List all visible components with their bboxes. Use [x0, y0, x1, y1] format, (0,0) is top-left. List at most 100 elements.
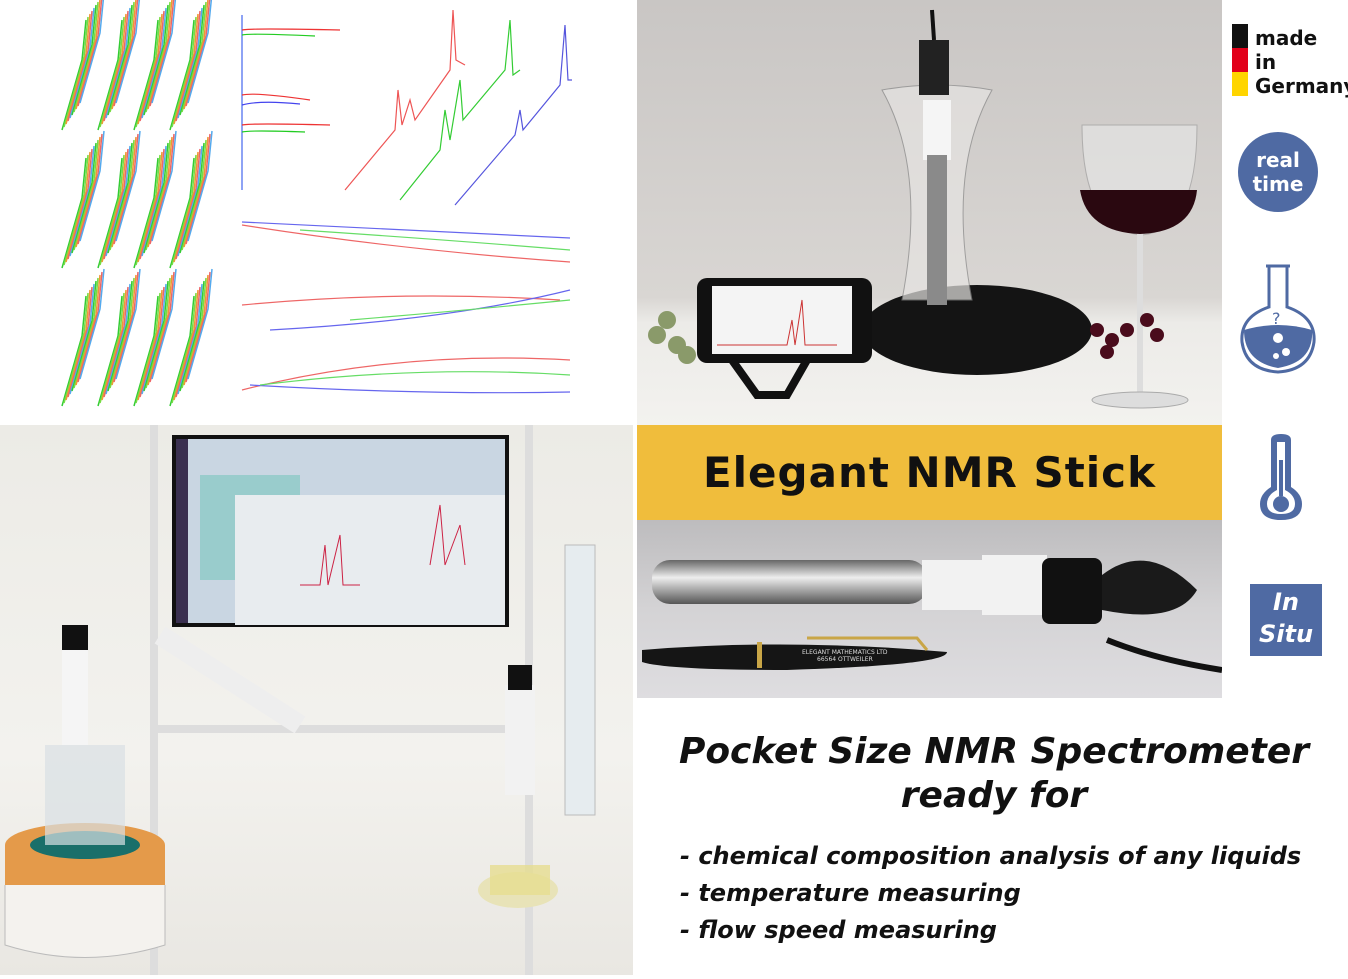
- spectrum-stack-line: [73, 139, 99, 251]
- spectrum-stack-line: [187, 0, 213, 104]
- spectrum-stack-line: [181, 139, 207, 251]
- germany-label: Germany: [1255, 74, 1348, 98]
- spectrum-stack-line: [115, 130, 141, 242]
- flag-red-stripe: [1232, 48, 1248, 72]
- spectrum-stack-line: [63, 16, 89, 128]
- pen-engraving-line1: ELEGANT MATHEMATICS LTD: [802, 649, 888, 656]
- spectrum-stack-line: [67, 10, 93, 122]
- spectrum-stack-line: [181, 277, 207, 389]
- spectrum-stack-line: [77, 133, 103, 245]
- headline-line1: Pocket Size NMR Spectrometer: [678, 731, 1310, 772]
- spectrum-stack-line: [149, 271, 175, 383]
- spectrum-stack-line: [175, 148, 201, 260]
- spectrum-stack-line: [183, 274, 209, 386]
- thermometer-icon: [1260, 434, 1302, 520]
- feature-item: - flow speed measuring: [680, 916, 997, 944]
- spectrum-stack-line: [79, 0, 105, 104]
- spectrum-stack-line: [179, 280, 205, 392]
- spectrum-stack-line: [97, 295, 123, 407]
- nmr-stick-illustration: ELEGANT MATHEMATICS LTD 66564 OTTWEILER: [642, 555, 1223, 673]
- flag-gold-stripe: [1232, 72, 1248, 96]
- spectrum-stack-line: [149, 133, 175, 245]
- spectrum-stack-line: [145, 139, 171, 251]
- spectrum-stack-line: [175, 10, 201, 122]
- headline-line2: ready for: [900, 775, 1088, 816]
- spectrum-stack-line: [173, 13, 199, 125]
- spectrum-stack-line: [187, 130, 213, 242]
- spectrum-stack-line: [77, 271, 103, 383]
- spectrum-stack-line: [109, 277, 135, 389]
- headline: Pocket Size NMR Spectrometer ready for: [640, 730, 1348, 818]
- real-time-badge: real time: [1238, 132, 1318, 212]
- real-label: real: [1256, 148, 1300, 172]
- spectrum-stack-line: [61, 295, 87, 407]
- spectrum-stack-line: [101, 289, 127, 401]
- spectrum-stack-line: [113, 271, 139, 383]
- spectrum-stack-line: [67, 286, 93, 398]
- spectrum-stack-line: [169, 157, 195, 269]
- spectrum-stack-line: [71, 280, 97, 392]
- spectrum-stack-line: [169, 295, 195, 407]
- spectrum-stack-line: [115, 268, 141, 380]
- spectrum-stack-line: [75, 0, 101, 110]
- spectrum-stack-line: [185, 271, 211, 383]
- product-title: Elegant NMR Stick: [702, 448, 1157, 497]
- spectrum-stack-line: [73, 1, 99, 113]
- spectrum-stack-line: [115, 0, 141, 104]
- nmr-spectra-illustration: [61, 0, 572, 407]
- spectrum-stack-line: [63, 292, 89, 404]
- spectrum-stack-line: [107, 142, 133, 254]
- spectrum-stack-line: [111, 0, 137, 110]
- spectrum-stack-line: [135, 292, 161, 404]
- spectrum-stack-line: [151, 130, 177, 242]
- spectrum-stack-line: [71, 4, 97, 116]
- decanter-wine-photo: [637, 0, 1222, 425]
- spectrum-stack-line: [65, 151, 91, 263]
- lab-setup-illustration: [4, 425, 596, 975]
- spectrum-stack-line: [185, 133, 211, 245]
- feature-list: - chemical composition analysis of any l…: [680, 838, 1301, 949]
- spectrum-stack-line: [61, 157, 87, 269]
- spectrum-stack-line: [139, 286, 165, 398]
- spectrum-stack-line: [179, 142, 205, 254]
- spectrum-stack-line: [105, 7, 131, 119]
- spectrum-stack-line: [133, 19, 159, 131]
- spectrum-stack-line: [151, 0, 177, 104]
- spectrum-stack-line: [181, 1, 207, 113]
- spectrum-stack-line: [79, 268, 105, 380]
- spectrum-stack-line: [187, 268, 213, 380]
- spectrum-stack-line: [103, 10, 129, 122]
- spectrum-stack-line: [67, 148, 93, 260]
- spectrum-stack-line: [109, 1, 135, 113]
- spectrum-stack-line: [141, 283, 167, 395]
- spectrum-stack-line: [65, 289, 91, 401]
- spectrum-stack-line: [151, 268, 177, 380]
- spectrum-stack-line: [111, 136, 137, 248]
- spectrum-stack-line: [177, 283, 203, 395]
- spectrum-stack-line: [145, 277, 171, 389]
- spectrum-stack-line: [147, 0, 173, 110]
- spectra-plots-panel: [0, 0, 635, 422]
- spectrum-stack-line: [109, 139, 135, 251]
- lab-setup-photo: [0, 425, 633, 975]
- spectrum-stack-line: [147, 136, 173, 248]
- made-label: made: [1255, 26, 1318, 50]
- flag-black-stripe: [1232, 24, 1248, 48]
- in-label: In: [1272, 588, 1299, 616]
- situ-label: Situ: [1258, 620, 1314, 648]
- nmr-stick-pen-photo: ELEGANT MATHEMATICS LTD 66564 OTTWEILER: [637, 520, 1223, 698]
- spectrum-stack-line: [75, 136, 101, 248]
- spectrum-stack-line: [143, 280, 169, 392]
- spectrum-stack-line: [139, 10, 165, 122]
- spectrum-stack-line: [173, 289, 199, 401]
- spectrum-stack-line: [97, 157, 123, 269]
- spectrum-stack-line: [137, 13, 163, 125]
- spectrum-stack-line: [105, 283, 131, 395]
- spectrum-stack-line: [97, 19, 123, 131]
- spectrum-stack-line: [147, 274, 173, 386]
- spectrum-stack-line: [133, 157, 159, 269]
- spectrum-stack-line: [101, 151, 127, 263]
- feature-badges-column: made in Germany real time ? In Situ: [1222, 0, 1348, 700]
- spectrum-stack-line: [69, 145, 95, 257]
- flask-icon: ?: [1240, 264, 1316, 374]
